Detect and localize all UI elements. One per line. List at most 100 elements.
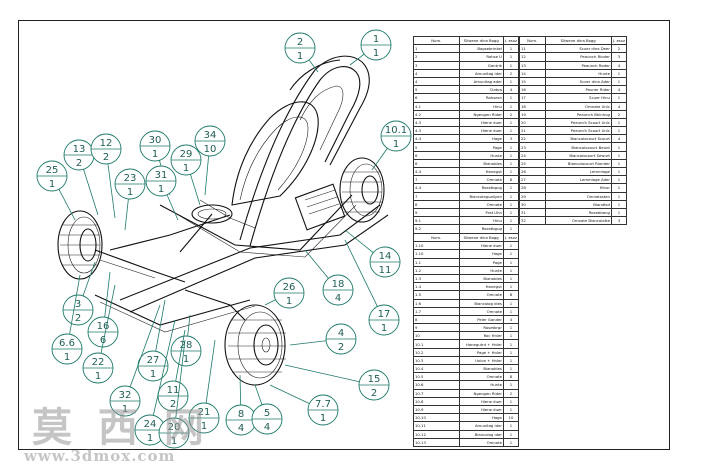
callout-leader-line (284, 364, 360, 383)
item-number-cell: 8 (413, 199, 460, 209)
callout-leader-line (371, 148, 388, 171)
item-number-cell: 19 (519, 109, 546, 119)
item-number-cell: 17 (519, 93, 546, 103)
callout-item-number: 27 (147, 355, 160, 366)
quantity-cell: 1 (502, 249, 520, 259)
callout-leader-line (124, 198, 129, 231)
quantity-cell: 1 (610, 199, 628, 209)
quantity-cell: 2 (610, 44, 628, 54)
item-number-cell: 6 (413, 93, 460, 103)
item-number-cell: 10.6 (413, 380, 460, 390)
callout-quantity: 1 (150, 369, 156, 380)
quantity-cell: 2 (502, 109, 520, 119)
quantity-cell: 1 (502, 404, 520, 415)
item-number-cell: 4.4 (413, 166, 460, 177)
engine-block (294, 183, 346, 231)
item-number-cell: 16 (519, 85, 546, 95)
part-name-cell: Hage (458, 413, 504, 423)
part-name-cell: Peler Gander (458, 314, 504, 325)
callout-item-number: 5 (264, 408, 270, 419)
quantity-cell: 1 (610, 183, 628, 193)
callout-leader-line (166, 194, 179, 221)
part-name-cell: Hanegut (458, 166, 504, 177)
part-name-cell: Hinu (458, 216, 504, 226)
quantity-cell: 1 (610, 191, 628, 201)
item-number-cell: 21 (519, 126, 546, 136)
callout-bubble-77-1: 7.71 (269, 384, 339, 426)
part-name-cell: Hunte (458, 380, 504, 390)
callout-item-number: 31 (155, 170, 168, 181)
quantity-cell: 1 (502, 142, 520, 152)
item-number-cell: 1.6 (413, 298, 460, 308)
callout-leader-line (129, 304, 161, 388)
callout-leader-line (344, 229, 374, 253)
callout-item-number: 28 (180, 340, 193, 351)
callout-leader-line (83, 169, 99, 216)
item-number-cell: 10.5 (413, 372, 460, 382)
seat (231, 101, 319, 206)
callout-bubble-22-1: 221 (82, 284, 116, 384)
callout-bubble-17-1: 171 (344, 239, 400, 336)
quantity-cell: 1 (502, 183, 520, 193)
callout-bubble-1-1: 11 (349, 29, 392, 66)
item-number-cell: 6 (413, 150, 460, 160)
part-name-cell: Clatpa (458, 85, 504, 95)
callout-item-number: 2 (297, 37, 303, 48)
part-name-cell: Page (458, 257, 504, 267)
callout-bubble-4-2: 42 (289, 323, 357, 355)
callout-bubble-29-1: 291 (170, 144, 202, 206)
quantity-cell: 1 (502, 339, 520, 349)
quantity-cell: 1 (502, 396, 520, 406)
callout-quantity: 1 (152, 149, 158, 160)
callout-leader-line (152, 319, 176, 416)
callout-quantity: 4 (238, 423, 244, 434)
part-name-cell: Hunte (544, 68, 612, 78)
quantity-cell: 1 (502, 437, 520, 447)
item-number-cell: 7 (413, 175, 460, 185)
part-name-cell: Biancolocourt Beunt (544, 142, 612, 152)
quantity-cell: 1 (502, 117, 520, 128)
item-number-cell: 31 (519, 207, 546, 218)
item-number-cell: 12 (519, 52, 546, 62)
column-header: Num. (413, 232, 460, 243)
item-number-cell: 10.8 (413, 396, 460, 406)
callout-leader-line (264, 299, 276, 306)
part-name-cell: Hinu (458, 101, 504, 111)
quantity-cell: 1 (502, 150, 520, 160)
part-name-cell: Union + Hnler (458, 355, 504, 366)
watermark-url: www.3dmox.com (24, 447, 176, 465)
quantity-cell: 4 (610, 60, 628, 70)
part-name-cell: Omnate (458, 199, 504, 209)
part-name-cell: Peaunch Scourt Unlc (544, 126, 612, 136)
quantity-cell: 4 (610, 101, 628, 111)
part-name-cell: Scuer Hinu (544, 93, 612, 103)
part-name-cell: Bianobles (458, 363, 504, 374)
callout-item-number: 16 (97, 321, 110, 332)
part-name-cell: Biancolegualiyen (458, 191, 504, 201)
callout-bubble-2-1: 21 (284, 32, 319, 73)
quantity-cell: 1 (502, 323, 520, 333)
item-number-cell: 4 (413, 68, 460, 78)
